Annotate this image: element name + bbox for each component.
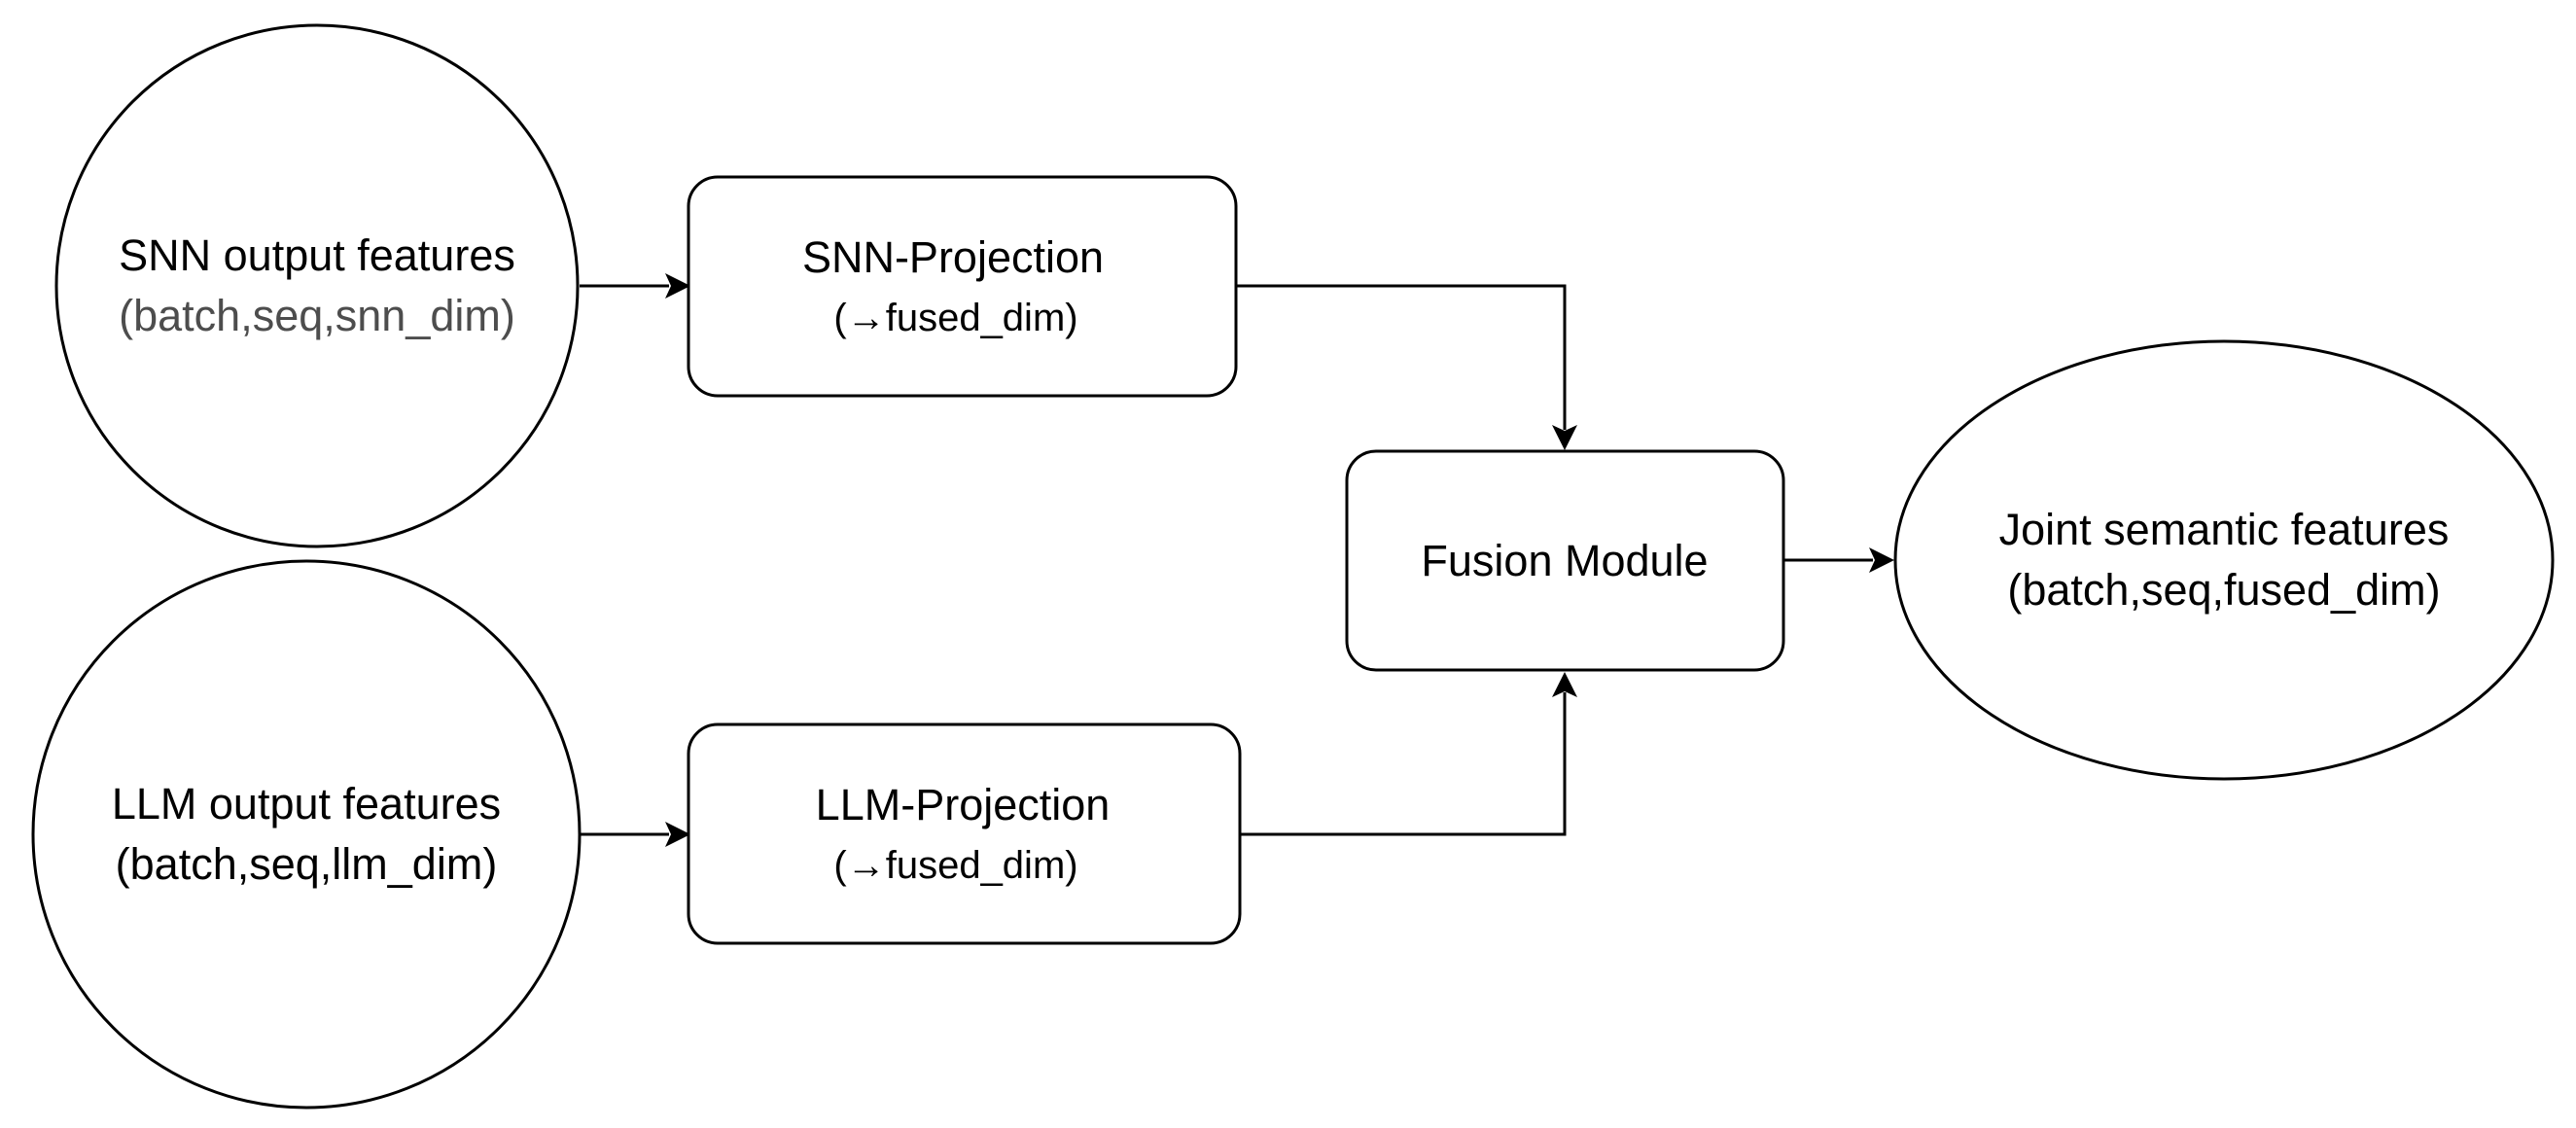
fusion-module-title: Fusion Module <box>1421 536 1708 585</box>
snn-features-subtitle: (batch,seq,snn_dim) <box>119 291 515 340</box>
edge-llm-features-to-llm-projection <box>580 822 690 847</box>
node-snn-output-features: SNN output features (batch,seq,snn_dim) <box>54 23 580 548</box>
edge-snn-projection-to-fusion <box>1236 284 1577 450</box>
joint-features-title: Joint semantic features <box>1999 505 2450 554</box>
llm-features-subtitle: (batch,seq,llm_dim) <box>116 839 498 889</box>
llm-features-title: LLM output features <box>112 779 501 828</box>
node-snn-projection: SNN-Projection (→fused_dim) <box>687 175 1238 398</box>
snn-projection-title: SNN-Projection <box>802 232 1104 282</box>
snn-features-title: SNN output features <box>119 230 515 280</box>
node-llm-projection: LLM-Projection (→fused_dim) <box>687 723 1242 945</box>
node-fusion-module: Fusion Module <box>1345 449 1785 672</box>
snn-projection-subtitle: (→fused_dim) <box>833 297 1077 339</box>
llm-projection-subtitle: (→fused_dim) <box>833 844 1077 887</box>
joint-features-subtitle: (batch,seq,fused_dim) <box>2007 565 2440 615</box>
edge-fusion-to-joint-features <box>1783 547 1894 573</box>
edge-llm-projection-to-fusion <box>1240 672 1577 836</box>
edge-snn-features-to-snn-projection <box>580 273 690 299</box>
node-joint-semantic-features: Joint semantic features (batch,seq,fused… <box>1893 339 2555 781</box>
edges <box>580 273 1894 847</box>
node-llm-output-features: LLM output features (batch,seq,llm_dim) <box>31 559 582 1110</box>
llm-projection-title: LLM-Projection <box>816 780 1111 829</box>
